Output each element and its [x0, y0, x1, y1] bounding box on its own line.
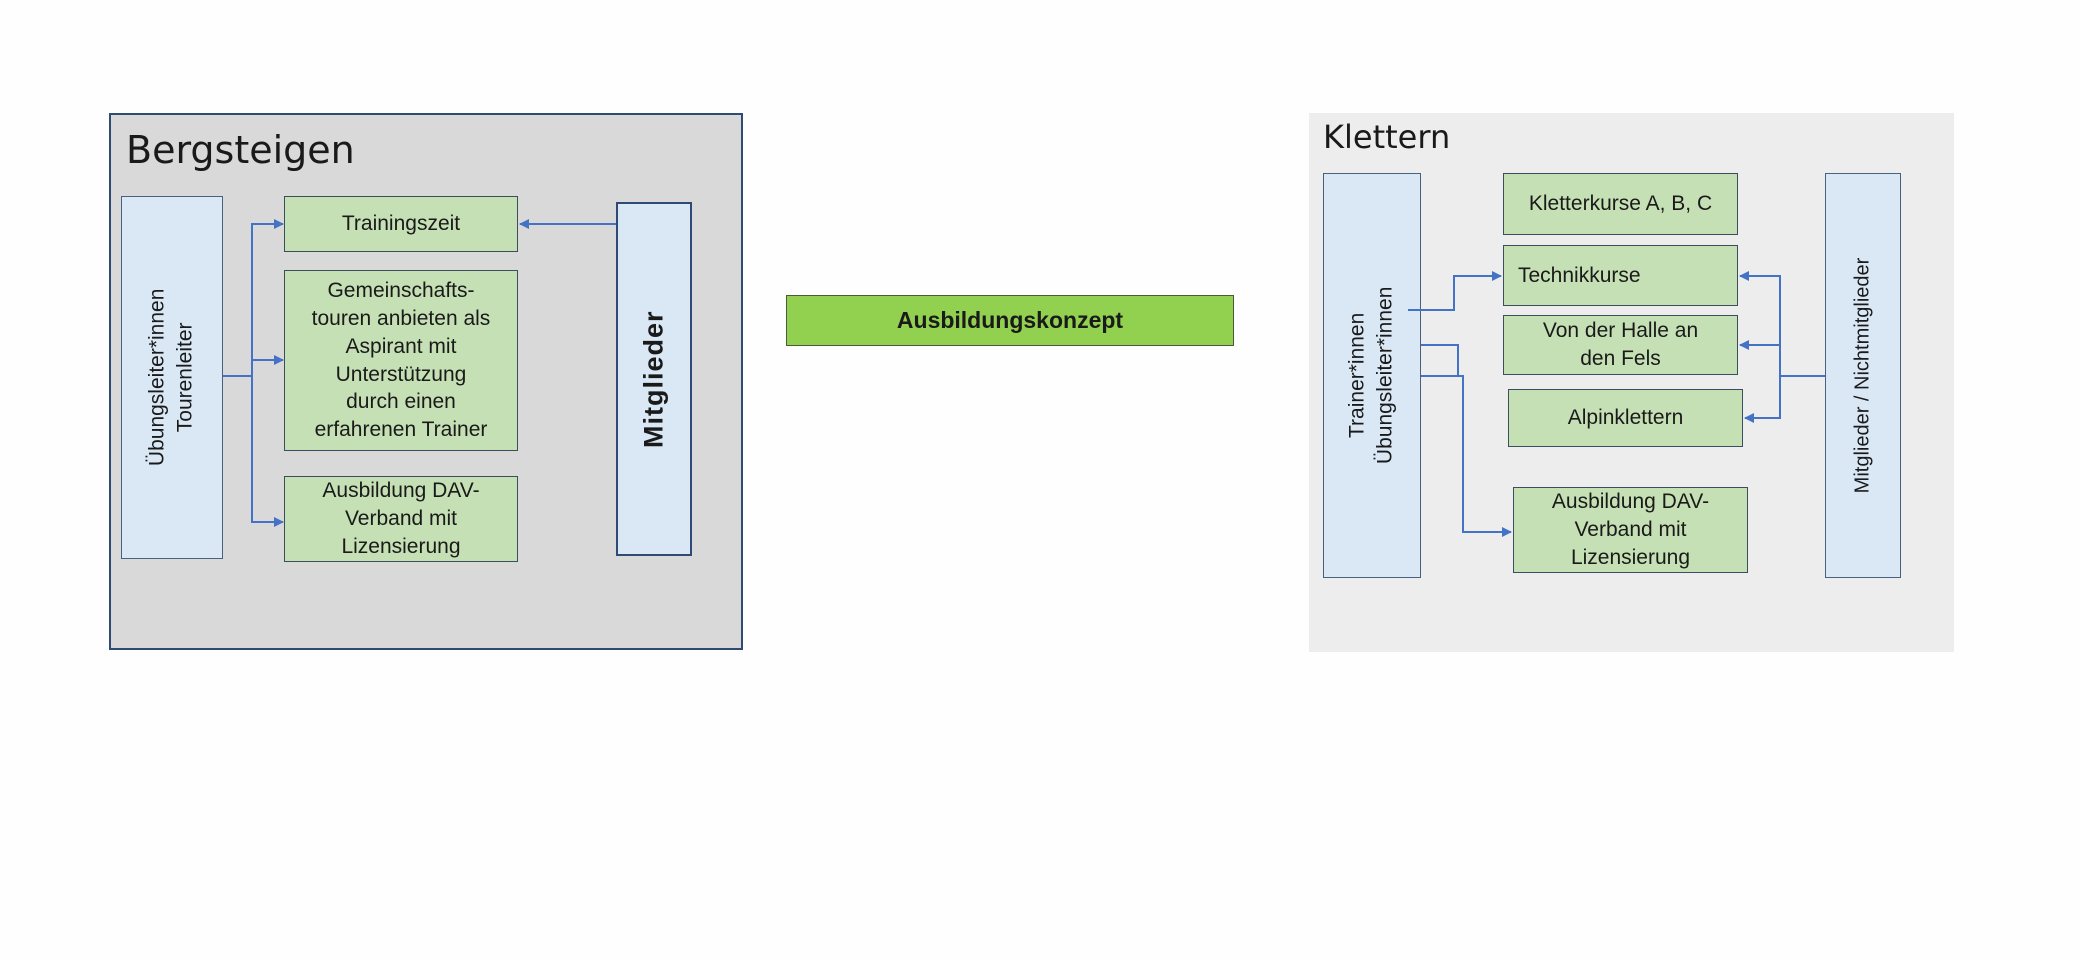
bergsteigen-item-trainingszeit: Trainingszeit: [284, 196, 518, 252]
title-text: Ausbildungskonzept: [896, 307, 1124, 333]
item-line: Gemeinschafts-: [327, 279, 475, 303]
ausbildungskonzept-title: Ausbildungskonzept: [786, 295, 1234, 346]
klettern-item-alpinklettern: Alpinklettern: [1508, 389, 1743, 447]
item-line: durch einen: [346, 390, 456, 414]
bergsteigen-members-label: Mitglieder: [638, 310, 669, 448]
klettern-trainer-line: Übungsleiter*innen: [1374, 286, 1397, 465]
item-line: Technikkurse: [1518, 263, 1641, 287]
bergsteigen-item-gemeinschaftstouren: Gemeinschafts- touren anbieten als Aspir…: [284, 270, 518, 451]
bergsteigen-members-box: Mitglieder: [616, 202, 692, 556]
klettern-item-halle-fels: Von der Halle an den Fels: [1503, 315, 1738, 375]
klettern-trainer-box: Trainer*innen Übungsleiter*innen: [1323, 173, 1421, 578]
item-line: touren anbieten als: [311, 307, 491, 331]
klettern-trainer-label: Trainer*innen Übungsleiter*innen: [1344, 287, 1401, 464]
bergsteigen-leader-label: Übungsleiter*innen Tourenleiter: [144, 289, 201, 466]
item-line: erfahrenen Trainer: [314, 417, 488, 441]
bergsteigen-title: Bergsteigen: [126, 128, 355, 172]
item-line: Aspirant mit: [345, 334, 457, 358]
item-line: Lizensierung: [1570, 545, 1691, 569]
item-line: Alpinklettern: [1567, 406, 1684, 430]
bergsteigen-leader-box: Übungsleiter*innen Tourenleiter: [121, 196, 223, 559]
item-line: Ausbildung DAV-: [1551, 490, 1710, 514]
item-line: Kletterkurse A, B, C: [1528, 192, 1713, 216]
item-line: Verband mit: [344, 507, 458, 531]
klettern-members-label: Mitglieder / Nichtmitglieder: [1851, 257, 1874, 494]
item-line: den Fels: [1580, 347, 1661, 370]
klettern-item-ausbildung: Ausbildung DAV- Verband mit Lizensierung: [1513, 487, 1748, 573]
item-line: Trainingszeit: [341, 212, 461, 236]
klettern-title: Klettern: [1323, 118, 1451, 156]
item-line: Lizensierung: [341, 534, 461, 558]
item-line: Von der Halle an: [1542, 319, 1699, 343]
bergsteigen-leader-line: Tourenleiter: [174, 322, 197, 433]
klettern-trainer-line: Trainer*innen: [1345, 312, 1369, 439]
klettern-item-kletterkurse: Kletterkurse A, B, C: [1503, 173, 1738, 235]
klettern-item-technikkurse: Technikkurse: [1503, 245, 1738, 306]
item-line: Unterstützung: [335, 362, 467, 386]
klettern-members-box: Mitglieder / Nichtmitglieder: [1825, 173, 1901, 578]
bergsteigen-item-ausbildung: Ausbildung DAV- Verband mit Lizensierung: [284, 476, 518, 562]
bergsteigen-leader-line: Übungsleiter*innen: [145, 288, 169, 467]
item-line: Verband mit: [1574, 518, 1687, 542]
item-line: Ausbildung DAV-: [322, 479, 480, 503]
